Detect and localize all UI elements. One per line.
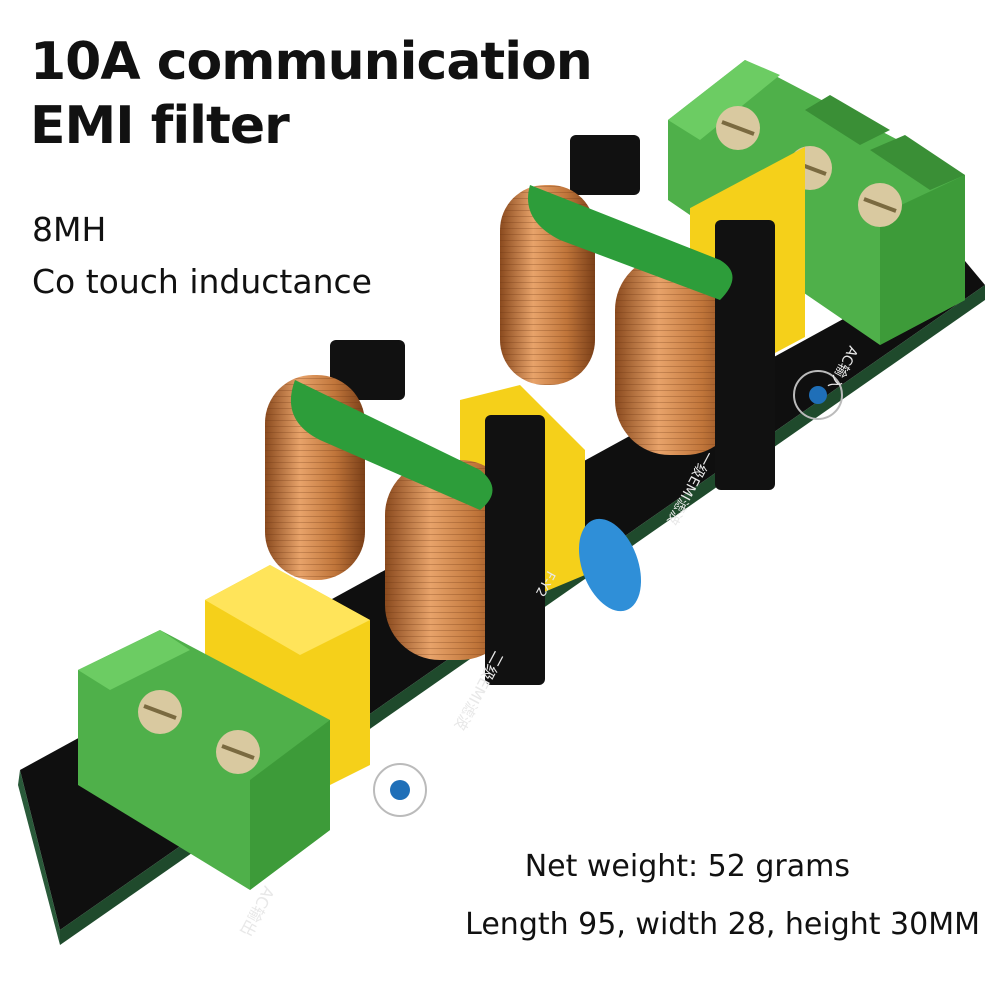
input-terminal-block — [668, 60, 965, 345]
product-title: 10A communication EMI filter — [30, 30, 593, 158]
dimensions: Length 95, width 28, height 30MM — [465, 907, 980, 942]
output-terminal-block — [78, 630, 330, 890]
mounting-holes — [373, 370, 843, 817]
spec-block: Net weight: 52 grams Length 95, width 28… — [465, 838, 980, 954]
silk-output-label: AC输出 — [236, 883, 278, 939]
y-capacitor — [578, 518, 642, 612]
title-line-1: 10A communication — [30, 32, 593, 92]
subtitle-line-1: 8MH — [32, 210, 107, 249]
inductor-rear — [500, 135, 775, 490]
net-weight: Net weight: 52 grams — [524, 849, 850, 884]
product-subtitle: 8MH Co touch inductance — [32, 204, 372, 308]
inductor-front — [265, 340, 545, 685]
title-line-2: EMI filter — [30, 96, 290, 156]
subtitle-line-2: Co touch inductance — [32, 262, 372, 301]
